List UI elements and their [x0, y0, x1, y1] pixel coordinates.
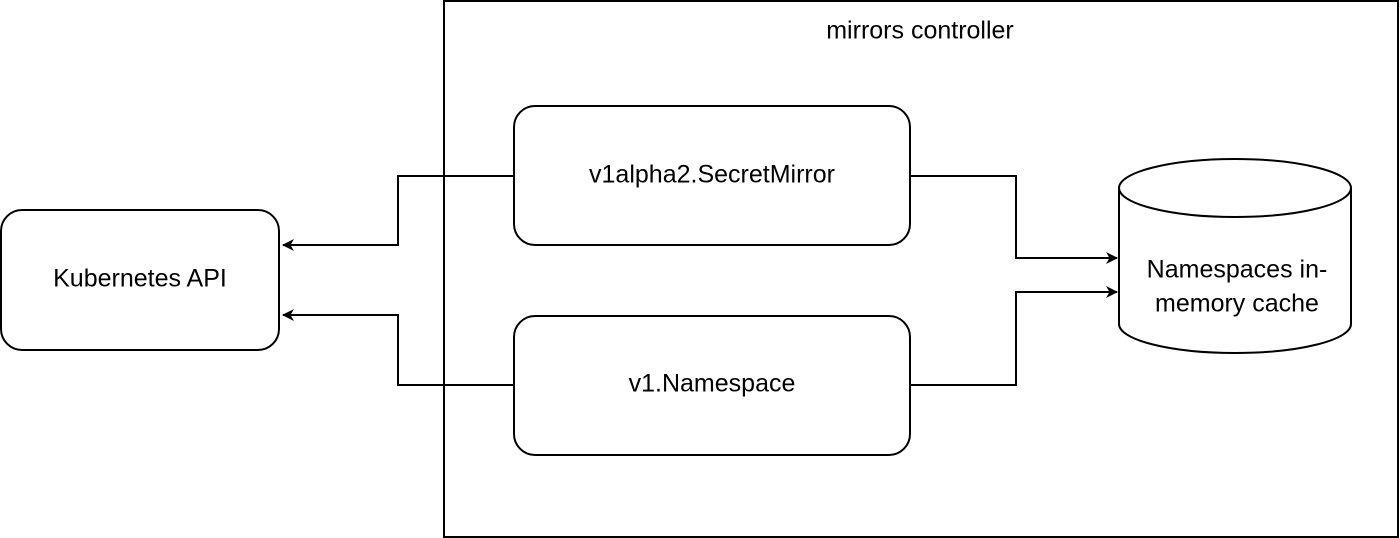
namespace-node: v1.Namespace: [513, 315, 911, 456]
namespace-to-cache-arrow: [910, 286, 1118, 386]
cache-cylinder-node: Namespaces in- memory cache: [1118, 158, 1352, 354]
kubernetes-api-label: Kubernetes API: [53, 265, 227, 293]
secret-mirror-label: v1alpha2.SecretMirror: [589, 161, 835, 189]
mirrors-controller-container: [443, 0, 1399, 538]
secret-mirror-to-api-arrow: [282, 175, 514, 251]
cache-label-line2: memory cache: [1155, 290, 1319, 318]
namespace-label: v1.Namespace: [629, 370, 796, 398]
kubernetes-api-node: Kubernetes API: [0, 209, 280, 351]
namespace-to-api-arrow: [282, 309, 514, 386]
secret-mirror-to-cache-arrow: [910, 175, 1118, 264]
cache-label-line1: Namespaces in-: [1147, 256, 1328, 284]
mirrors-controller-label: mirrors controller: [826, 17, 1014, 45]
secret-mirror-node: v1alpha2.SecretMirror: [513, 105, 911, 246]
